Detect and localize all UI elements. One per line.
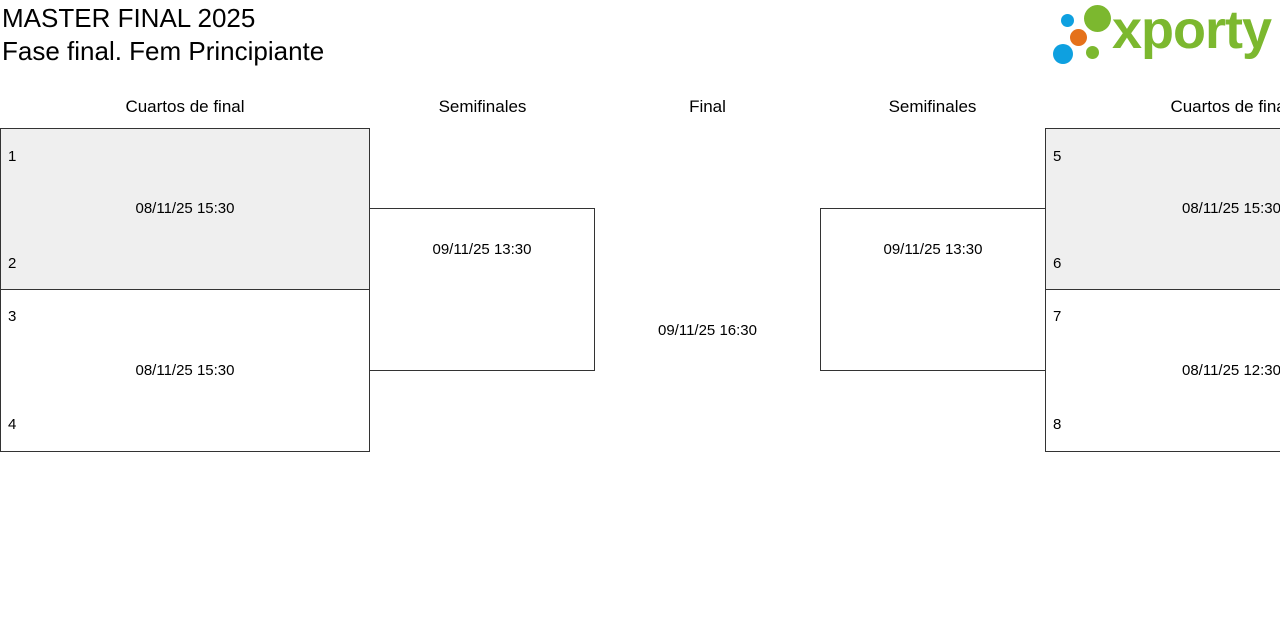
match-datetime: 08/11/25 15:30 [1182, 200, 1280, 217]
column-header-semifinals-left: Semifinales [438, 97, 527, 116]
seed-label: 1 [8, 148, 17, 165]
column-header-final: Final [689, 97, 726, 116]
xporty-logo: xporty [1050, 0, 1280, 68]
column-header-quarterfinals-left: Cuartos de final [125, 97, 245, 116]
match-semifinal-2[interactable]: 09/11/25 13:30 [820, 208, 1046, 371]
match-quarterfinal-3[interactable]: 5 08/11/25 15:30 6 [1045, 128, 1280, 290]
seed-label: 6 [1053, 255, 1062, 272]
match-datetime: 08/11/25 12:30 [1182, 362, 1280, 379]
final-datetime: 09/11/25 16:30 [658, 322, 757, 339]
logo-wordmark: xporty [1112, 0, 1272, 60]
logo-dot-orange [1070, 29, 1087, 46]
seed-label: 4 [8, 416, 17, 433]
match-datetime: 08/11/25 15:30 [135, 200, 235, 217]
match-datetime: 09/11/25 13:30 [883, 241, 983, 258]
seed-label: 2 [8, 255, 17, 272]
match-semifinal-1[interactable]: 09/11/25 13:30 [369, 208, 595, 371]
seed-label: 7 [1053, 308, 1062, 325]
match-quarterfinal-4[interactable]: 7 08/11/25 12:30 8 [1045, 289, 1280, 452]
page-subtitle: Fase final. Fem Principiante [2, 36, 325, 66]
logo-dot-blue-small [1061, 14, 1074, 27]
logo-dot-green-large [1084, 5, 1111, 32]
page-title: MASTER FINAL 2025 [2, 3, 256, 33]
column-header-semifinals-right: Semifinales [888, 97, 977, 116]
seed-label: 5 [1053, 148, 1062, 165]
seed-label: 3 [8, 308, 17, 325]
seed-label: 8 [1053, 416, 1062, 433]
logo-dot-blue-large [1053, 44, 1073, 64]
logo-dot-green-small [1086, 46, 1099, 59]
match-quarterfinal-1[interactable]: 1 08/11/25 15:30 2 [0, 128, 370, 290]
match-datetime: 09/11/25 13:30 [432, 241, 532, 258]
match-datetime: 08/11/25 15:30 [135, 362, 235, 379]
match-quarterfinal-2[interactable]: 3 08/11/25 15:30 4 [0, 289, 370, 452]
column-header-quarterfinals-right: Cuartos de final [1170, 97, 1280, 116]
